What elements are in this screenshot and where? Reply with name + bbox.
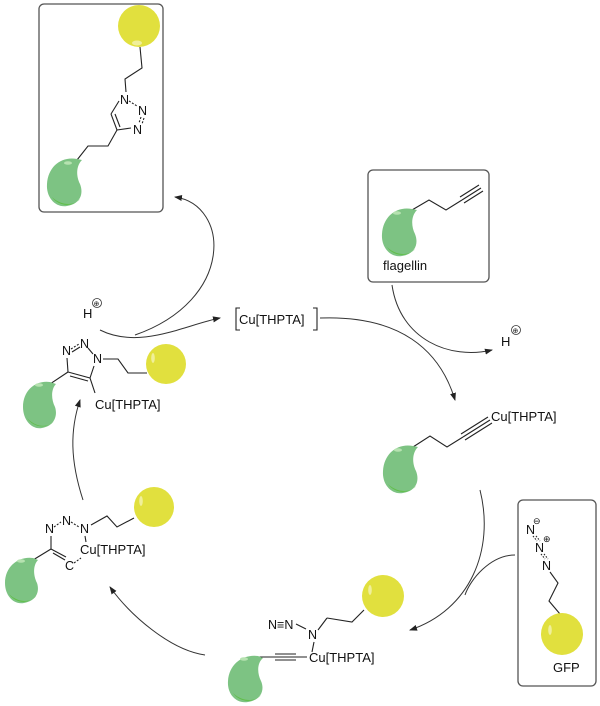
product-box: N N N <box>38 3 164 213</box>
minus-charge: ⊖ <box>533 516 541 526</box>
copper-triazolide: N N N Cu[THPTA] <box>23 337 186 429</box>
proton-charge: ⊕ <box>94 301 100 308</box>
flagellin-label: flagellin <box>383 258 427 273</box>
arrow-gfp-in <box>464 554 516 596</box>
cycle-arrows <box>72 195 516 656</box>
flagellin-blob <box>5 557 38 604</box>
atom-n: N <box>93 352 102 366</box>
n-triple-n: N≡N <box>268 618 293 632</box>
azide-n-terminal: N <box>526 523 535 537</box>
azide-coordinated-complex: N≡N N Cu[THPTA] <box>227 575 404 703</box>
atom-n: N <box>62 514 71 528</box>
atom-n: N <box>80 337 89 351</box>
arrow-azide-to-metallacycle <box>109 586 206 656</box>
proton-label: H <box>501 334 510 349</box>
catalyst-label: Cu[THPTA] <box>239 312 305 327</box>
atom-n: N <box>62 344 71 358</box>
proton-charge: ⊕ <box>513 328 519 335</box>
flagellin-blob <box>381 208 417 257</box>
arrow-flagellin-in <box>391 284 493 355</box>
atom-n: N <box>308 628 317 642</box>
arrow-proton-in <box>99 316 221 339</box>
gfp-ball <box>362 575 404 617</box>
atom-c: C <box>65 559 74 573</box>
cu-label: Cu[THPTA] <box>491 409 557 424</box>
flagellin-linker <box>76 129 118 161</box>
gfp-ball <box>146 344 186 384</box>
proton-label: H <box>83 306 92 321</box>
gfp-ball <box>134 487 174 527</box>
triazole-ring: N N N <box>110 93 147 137</box>
proton-out: H ⊕ <box>501 325 521 349</box>
proton-in: H ⊕ <box>83 298 102 321</box>
catalyst-label-group: Cu[THPTA] <box>235 307 318 331</box>
azide-n-central: N <box>535 541 544 555</box>
plus-charge: ⊕ <box>543 534 551 544</box>
atom-n2: N <box>138 104 147 118</box>
gfp-linker <box>124 46 143 93</box>
cu-label: Cu[THPTA] <box>95 397 161 412</box>
atom-n3: N <box>133 123 142 137</box>
arrow-metallacycle-to-triazolide <box>72 399 84 501</box>
gfp-linker <box>103 358 147 374</box>
copper-acetylide: Cu[THPTA] <box>382 409 557 494</box>
flagellin-box-frame <box>367 169 490 283</box>
flagellin-blob <box>382 445 418 494</box>
arrow-acetylide-to-azide <box>409 489 485 631</box>
arrow-product-release <box>134 195 215 336</box>
product-box-frame <box>38 3 164 213</box>
gfp-linker <box>90 515 135 528</box>
gfp-ball <box>118 5 160 47</box>
gfp-linker <box>548 571 561 615</box>
gfp-linker <box>326 609 365 623</box>
flagellin-alkyne-box: flagellin <box>367 169 490 283</box>
atom-n: N <box>80 522 89 536</box>
atom-n1: N <box>120 93 129 107</box>
gfp-label: GFP <box>553 660 580 675</box>
flagellin-blob <box>227 655 263 703</box>
flagellin-blob <box>46 158 82 207</box>
gfp-box-frame <box>517 499 597 687</box>
gfp-ball <box>541 613 583 655</box>
metallacycle: N N N C Cu[THPTA] <box>5 487 174 604</box>
cu-label: Cu[THPTA] <box>80 542 146 557</box>
azide-n-internal: N <box>542 559 551 573</box>
arrow-catalyst-to-acetylide <box>319 317 456 401</box>
cu-label: Cu[THPTA] <box>309 650 375 665</box>
atom-n: N <box>45 522 54 536</box>
flagellin-blob <box>23 381 56 429</box>
alkyne-chain <box>411 199 463 211</box>
gfp-azide-box: N ⊖ N ⊕ N GFP <box>517 499 597 687</box>
